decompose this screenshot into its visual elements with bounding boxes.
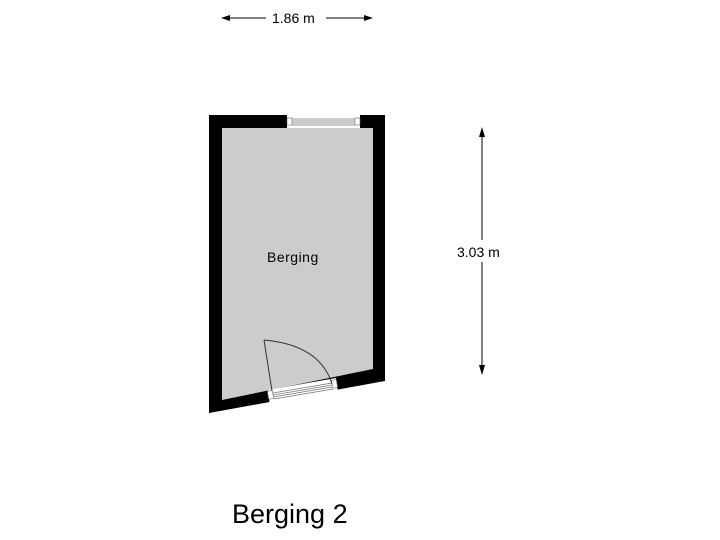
height-dimension-arrow [479,127,485,375]
door-swing [263,339,333,392]
window-top [286,115,361,128]
room-label-berging: Berging [267,249,319,265]
width-dimension-arrow [221,15,373,21]
room-floor [222,128,373,400]
height-dimension-label: 3.03 m [457,244,500,260]
door-opening [266,378,338,406]
width-dimension-label: 1.86 m [272,10,315,26]
plan-title: Berging 2 [232,499,348,529]
